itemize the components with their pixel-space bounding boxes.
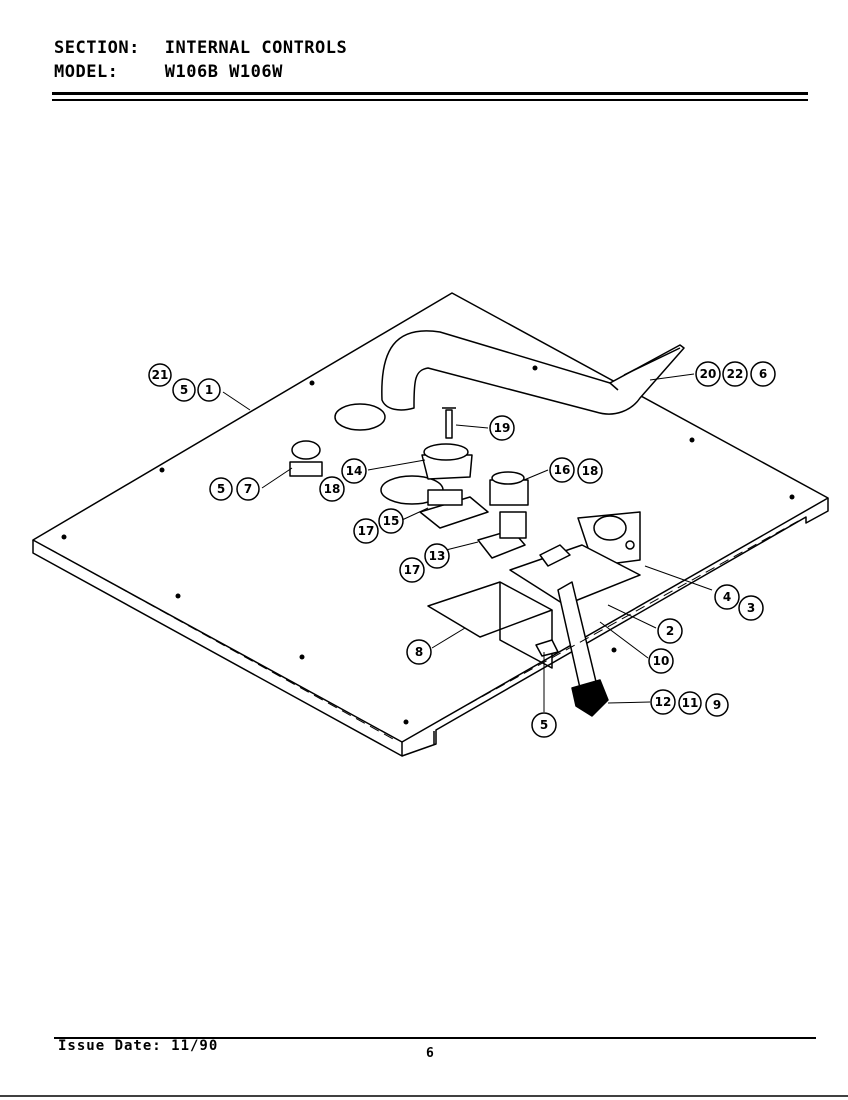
svg-text:18: 18 [324, 482, 341, 496]
svg-text:17: 17 [358, 524, 375, 538]
callout: 2 [657, 618, 683, 644]
callout: 14 [341, 458, 367, 484]
callout: 12 [650, 689, 676, 715]
section-title: INTERNAL CONTROLS [164, 38, 348, 58]
callout: 13 [424, 543, 450, 569]
callout: 6 [750, 361, 776, 387]
knob [571, 679, 609, 717]
section-label: SECTION: [54, 38, 140, 58]
svg-text:21: 21 [152, 368, 169, 382]
callout: 17 [353, 518, 379, 544]
issue-date: Issue Date: 11/90 [58, 1038, 219, 1054]
svg-text:6: 6 [759, 367, 767, 381]
header-rule-bottom [52, 99, 808, 101]
svg-text:20: 20 [700, 367, 717, 381]
callout: 8 [406, 639, 432, 665]
callout: 5 [531, 712, 557, 738]
svg-text:8: 8 [415, 645, 423, 659]
callout: 16 [549, 457, 575, 483]
svg-text:5: 5 [180, 383, 188, 397]
page-number: 6 [426, 1046, 434, 1061]
svg-text:14: 14 [346, 464, 363, 478]
svg-text:16: 16 [554, 463, 571, 477]
svg-text:22: 22 [727, 367, 744, 381]
svg-text:3: 3 [747, 601, 755, 615]
callout: 3 [738, 595, 764, 621]
callout: 20 [695, 361, 721, 387]
panel-right-edge [401, 498, 829, 757]
model-label: MODEL: [54, 62, 119, 82]
callout: 18 [319, 476, 345, 502]
callout: 9 [705, 693, 729, 717]
svg-text:12: 12 [655, 695, 672, 709]
callout: 15 [378, 508, 404, 534]
callout: 17 [399, 557, 425, 583]
callout: 5 [209, 477, 233, 501]
svg-text:15: 15 [383, 514, 400, 528]
svg-text:4: 4 [723, 590, 731, 604]
header-rule-top [52, 92, 808, 95]
callout: 21 [148, 363, 172, 387]
svg-text:1: 1 [205, 383, 213, 397]
model-numbers: W106B W106W [164, 62, 283, 82]
vent-hose [381, 330, 685, 415]
svg-text:17: 17 [404, 563, 421, 577]
vent-hole-left [334, 403, 386, 431]
svg-text:10: 10 [653, 654, 670, 668]
model-line: MODEL: W106B W106W [54, 62, 283, 82]
thermostat-small [289, 461, 323, 477]
callout: 11 [678, 691, 702, 715]
svg-text:11: 11 [682, 696, 699, 710]
section-line: SECTION: INTERNAL CONTROLS [54, 38, 347, 58]
callout: 22 [722, 361, 748, 387]
callout: 19 [489, 415, 515, 441]
callout: 10 [648, 648, 674, 674]
callout: 5 [172, 378, 196, 402]
svg-text:9: 9 [713, 698, 721, 712]
svg-text:5: 5 [217, 482, 225, 496]
callout: 18 [577, 458, 603, 484]
svg-text:7: 7 [244, 482, 252, 496]
svg-text:19: 19 [494, 421, 511, 435]
svg-text:5: 5 [540, 718, 548, 732]
svg-text:18: 18 [582, 464, 599, 478]
foot-5 [535, 639, 559, 657]
callout: 4 [714, 584, 740, 610]
svg-text:2: 2 [666, 624, 674, 638]
callouts: 21 5 1 20 22 6 19 5 7 14 18 16 18 17 15 … [148, 361, 776, 738]
callout: 1 [197, 378, 221, 402]
panel-front-edge [32, 540, 403, 757]
screw-19 [442, 407, 456, 439]
callout: 7 [236, 477, 260, 501]
svg-text:13: 13 [429, 549, 446, 563]
